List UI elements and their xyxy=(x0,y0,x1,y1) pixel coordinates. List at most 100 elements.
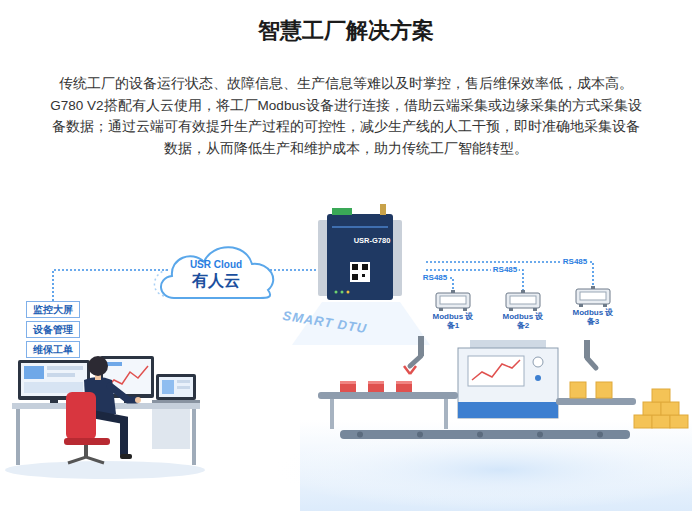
machine xyxy=(468,356,524,386)
person xyxy=(120,454,132,459)
robot-arm xyxy=(404,336,424,374)
modbus-device-icon xyxy=(509,308,513,311)
robot-arm xyxy=(418,336,424,356)
desk xyxy=(152,409,190,449)
qr-code xyxy=(352,264,358,270)
conveyor xyxy=(444,399,448,429)
modbus-device-icon xyxy=(440,296,466,304)
status-led xyxy=(341,291,344,294)
robot-arm xyxy=(584,340,596,368)
node-text: 设备管理 xyxy=(33,323,73,336)
machine xyxy=(472,360,520,380)
robot-arm xyxy=(587,358,596,368)
lower-belt xyxy=(597,432,603,438)
modbus-device-icon xyxy=(506,293,540,308)
modbus-device-icon xyxy=(430,290,476,312)
laptop xyxy=(152,400,200,403)
intro-text: 传统工厂的设备运行状态、故障信息、生产信息等难以及时掌控，售后维保效率低，成本高… xyxy=(46,73,646,159)
cloud-outline xyxy=(161,247,273,298)
qr-code xyxy=(352,274,358,280)
office-chair xyxy=(64,392,110,463)
laptop xyxy=(156,374,196,400)
conveyor xyxy=(396,381,412,392)
box-stack xyxy=(652,389,670,402)
conveyor xyxy=(556,398,636,405)
monitor xyxy=(106,362,122,366)
office-floor xyxy=(5,461,205,479)
mod-node: Modbus 设备3 xyxy=(570,286,616,326)
modbus-device-icon xyxy=(500,290,546,312)
factory-floor xyxy=(270,430,692,510)
node-text: Modbus 设备3 xyxy=(570,308,616,326)
edge-label: RS485 xyxy=(561,257,589,267)
monitor xyxy=(50,400,58,403)
machine xyxy=(458,402,558,418)
mod-node: Modbus 设备1 xyxy=(430,290,476,330)
box-stack xyxy=(670,415,688,428)
tag-node: 设备管理 xyxy=(26,321,80,338)
robot-arm xyxy=(410,356,421,366)
conveyor xyxy=(330,399,334,429)
dotted-connector xyxy=(270,269,318,271)
edge-label: RS485 xyxy=(421,273,449,283)
conveyor xyxy=(396,381,412,384)
node-text: USR Cloud xyxy=(190,259,242,271)
modbus-device-icon xyxy=(579,304,583,307)
conveyor xyxy=(368,381,384,384)
desk xyxy=(192,409,196,465)
monitor xyxy=(24,382,83,393)
modbus-device-icon xyxy=(510,296,536,304)
laptop xyxy=(152,374,200,403)
node-text: USR-G780 xyxy=(318,236,426,245)
person xyxy=(135,397,141,403)
dotted-connector xyxy=(53,270,168,301)
logo-stripe xyxy=(332,226,388,228)
modbus-device-icon xyxy=(576,289,610,304)
modbus-device-icon xyxy=(463,308,467,311)
conveyor xyxy=(318,392,458,399)
monitor xyxy=(21,363,87,396)
status-led xyxy=(347,291,350,294)
laptop xyxy=(177,380,190,383)
conveyor xyxy=(570,382,586,398)
qr-code xyxy=(362,264,368,270)
lower-belt xyxy=(477,432,483,438)
lower-belt xyxy=(340,430,630,439)
dtu-body xyxy=(327,214,393,300)
modbus-device-icon xyxy=(533,308,537,311)
mod-node: Modbus 设备2 xyxy=(500,290,546,330)
modbus-device-icon xyxy=(603,304,607,307)
robot-arm xyxy=(584,340,590,358)
conveyor xyxy=(318,381,458,429)
laptop xyxy=(177,386,190,389)
box-stack xyxy=(634,389,688,428)
modbus-device-icon xyxy=(580,292,606,300)
edge-label: RS485 xyxy=(491,265,519,275)
box-stack xyxy=(661,402,679,415)
lower-belt xyxy=(537,432,543,438)
node-text: 维保工单 xyxy=(33,343,73,356)
modbus-device-icon xyxy=(436,293,470,308)
office-floor xyxy=(5,461,205,479)
monitor xyxy=(24,366,44,379)
box-stack xyxy=(652,415,670,428)
modbus-device-icon xyxy=(570,286,616,308)
factory-floor xyxy=(270,420,692,511)
modbus-device-icon xyxy=(439,308,443,311)
cloud-node: USR Cloud有人云 xyxy=(150,236,282,304)
conveyor xyxy=(368,381,384,392)
office-chair xyxy=(66,392,96,440)
person xyxy=(92,414,124,454)
status-led xyxy=(335,291,338,294)
lower-belt xyxy=(417,432,423,438)
machine xyxy=(458,340,558,418)
cloud-outline xyxy=(154,270,166,296)
office-chair xyxy=(68,457,104,463)
monitor xyxy=(47,366,83,370)
conveyor xyxy=(556,382,636,405)
monitor xyxy=(47,373,75,377)
box-stack xyxy=(643,402,661,415)
robot-arm xyxy=(404,366,416,374)
tag-node: 监控大屏 xyxy=(26,301,80,318)
